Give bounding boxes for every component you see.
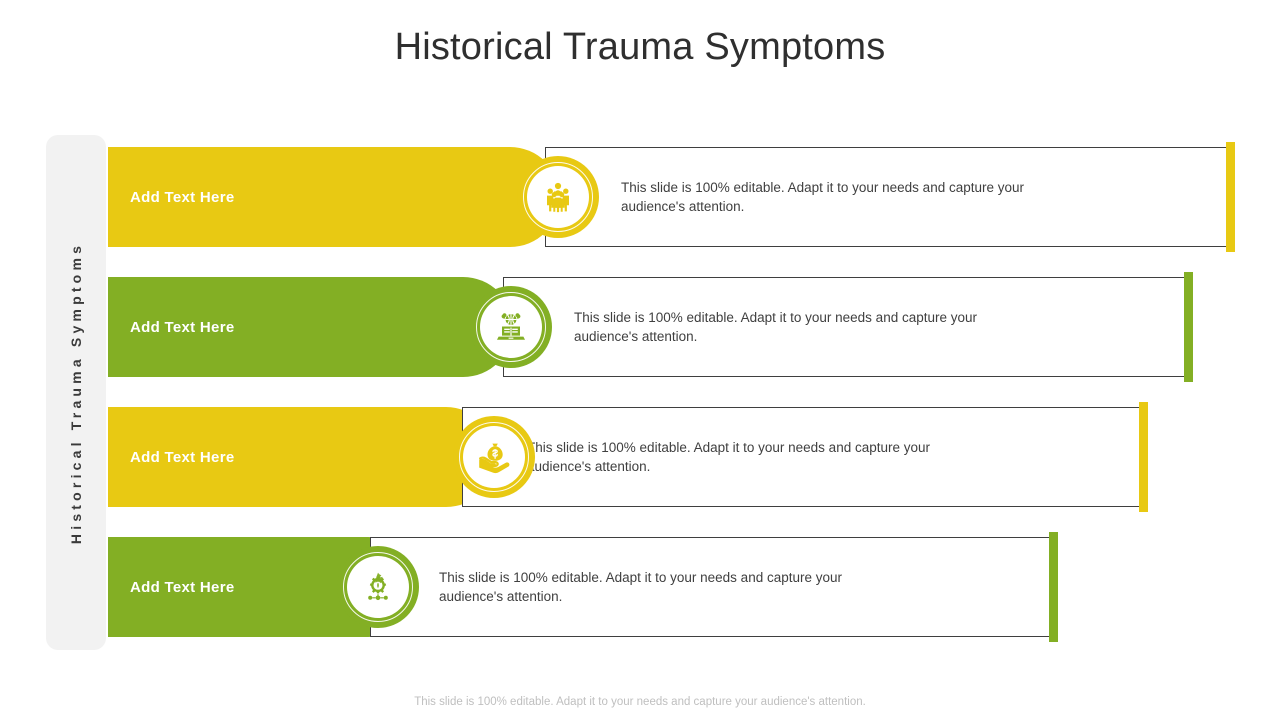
row-accent-bar xyxy=(1049,532,1058,642)
row-icon-badge[interactable] xyxy=(517,156,599,238)
row-label-bar[interactable]: Add Text Here xyxy=(108,277,513,377)
page-title: Historical Trauma Symptoms xyxy=(394,26,886,68)
row-accent-bar xyxy=(1184,272,1193,382)
hand-holding-money-bag-icon xyxy=(479,443,510,474)
row-description-box: This slide is 100% editable. Adapt it to… xyxy=(545,142,1235,252)
footer-note: This slide is 100% editable. Adapt it to… xyxy=(414,696,866,708)
gear-network-icon xyxy=(368,572,388,601)
row-label-text: Add Text Here xyxy=(130,448,235,466)
row-icon-badge[interactable] xyxy=(453,416,535,498)
row-label-bar[interactable]: Add Text Here xyxy=(108,147,560,247)
content-row: Add Text Here This slide is 100% editabl… xyxy=(0,142,1280,252)
row-description-text: This slide is 100% editable. Adapt it to… xyxy=(439,570,842,604)
row-label-text: Add Text Here xyxy=(130,318,235,336)
row-label-text: Add Text Here xyxy=(130,188,235,206)
row-description-text: This slide is 100% editable. Adapt it to… xyxy=(527,440,930,474)
row-description-box: This slide is 100% editable. Adapt it to… xyxy=(462,402,1148,512)
content-row: Add Text Here This slide is 100% editabl… xyxy=(0,402,1280,512)
side-panel: Historical Trauma Symptoms xyxy=(46,135,106,650)
row-accent-bar xyxy=(1139,402,1148,512)
badge-inner-disc xyxy=(480,296,542,358)
row-description-box: This slide is 100% editable. Adapt it to… xyxy=(370,532,1058,642)
row-description-text: This slide is 100% editable. Adapt it to… xyxy=(621,180,1024,214)
row-label-bar[interactable]: Add Text Here xyxy=(108,407,496,507)
content-row: Add Text Here This slide is 100% editabl… xyxy=(0,272,1280,382)
row-description-text: This slide is 100% editable. Adapt it to… xyxy=(574,310,977,344)
group-of-people-icon xyxy=(547,182,569,213)
row-icon-badge[interactable] xyxy=(337,546,419,628)
badge-inner-disc xyxy=(463,426,525,488)
badge-inner-disc xyxy=(347,556,409,618)
badge-inner-disc xyxy=(527,166,589,228)
row-description-box: This slide is 100% editable. Adapt it to… xyxy=(503,272,1193,382)
content-row: Add Text Here This slide is 100% editabl… xyxy=(0,532,1280,642)
row-icon-badge[interactable] xyxy=(470,286,552,368)
laptop-e-learning-icon xyxy=(497,313,525,340)
row-label-text: Add Text Here xyxy=(130,578,235,596)
row-accent-bar xyxy=(1226,142,1235,252)
